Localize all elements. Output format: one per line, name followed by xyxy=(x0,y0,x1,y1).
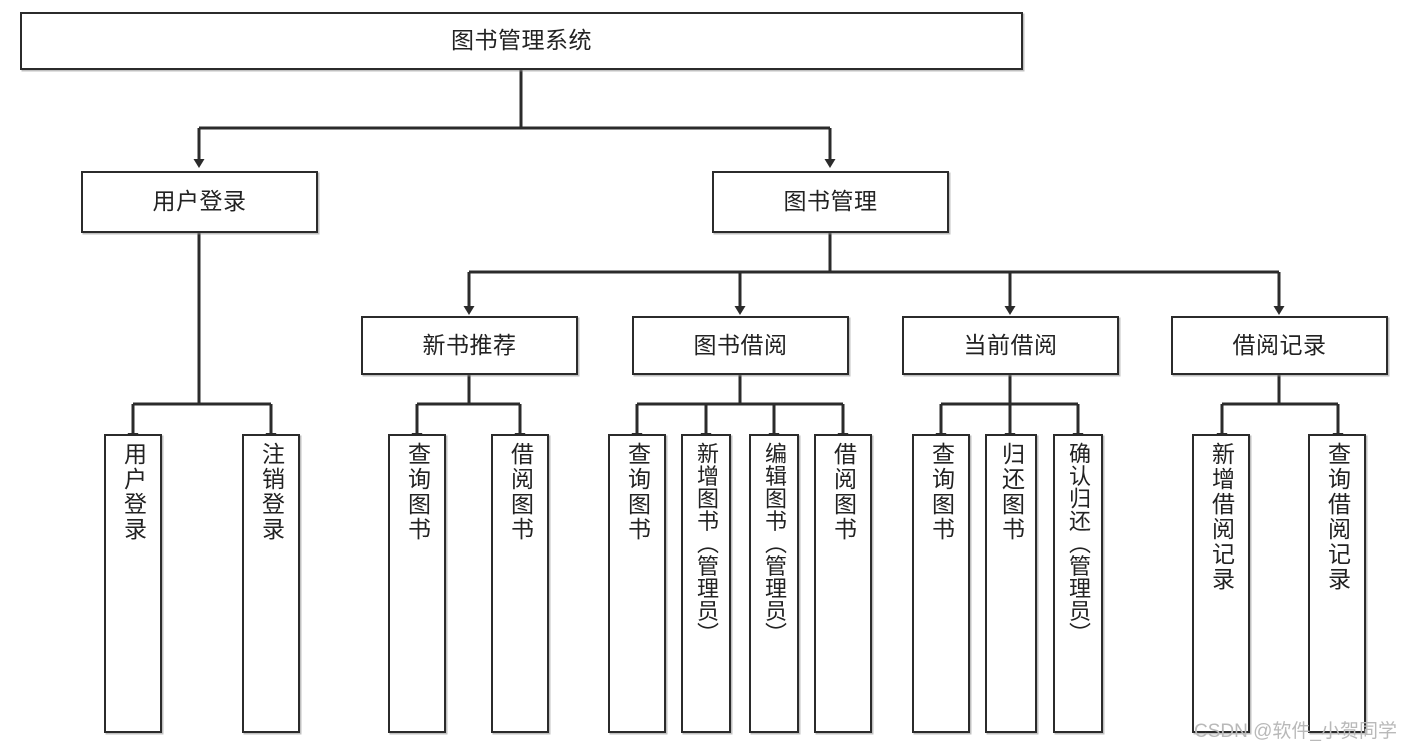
node-user-login[interactable]: 用户登录 xyxy=(81,171,318,233)
leaf-query-book-current[interactable]: 查询图书 xyxy=(912,434,970,733)
leaf-logout[interactable]: 注销登录 xyxy=(242,434,300,733)
leaf-add-borrow-record[interactable]: 新增借阅记录 xyxy=(1192,434,1250,733)
leaf-query-borrow-record[interactable]: 查询借阅记录 xyxy=(1308,434,1366,733)
leaf-user-login[interactable]: 用户登录 xyxy=(104,434,162,733)
node-new-book-recommend-label: 新书推荐 xyxy=(422,331,517,358)
node-root[interactable]: 图书管理系统 xyxy=(20,12,1023,70)
node-book-management-label: 图书管理 xyxy=(783,188,878,215)
leaf-edit-book-admin[interactable]: 编辑图书（管理员） xyxy=(749,434,799,733)
leaf-return-book-label: 归还图书 xyxy=(998,442,1025,542)
node-borrow-records-label: 借阅记录 xyxy=(1232,331,1327,358)
leaf-query-borrow-record-label: 查询借阅记录 xyxy=(1324,442,1351,592)
node-book-borrow-label: 图书借阅 xyxy=(693,331,788,358)
node-book-borrow[interactable]: 图书借阅 xyxy=(632,316,849,375)
leaf-borrow-book[interactable]: 借阅图书 xyxy=(814,434,872,733)
leaf-borrow-book-label: 借阅图书 xyxy=(830,442,857,542)
leaf-borrow-book-recommend-label: 借阅图书 xyxy=(507,442,534,542)
leaf-query-book-recommend[interactable]: 查询图书 xyxy=(388,434,446,733)
leaf-logout-label: 注销登录 xyxy=(258,442,285,542)
leaf-add-borrow-record-label: 新增借阅记录 xyxy=(1208,442,1235,592)
node-book-management[interactable]: 图书管理 xyxy=(712,171,949,233)
leaf-confirm-return-admin-label: 确认归还（管理员） xyxy=(1066,442,1091,645)
leaf-query-book-recommend-label: 查询图书 xyxy=(404,442,431,542)
leaf-add-book-admin-label: 新增图书（管理员） xyxy=(694,442,719,645)
node-new-book-recommend[interactable]: 新书推荐 xyxy=(361,316,578,375)
node-root-label: 图书管理系统 xyxy=(451,27,592,54)
leaf-confirm-return-admin[interactable]: 确认归还（管理员） xyxy=(1053,434,1103,733)
leaf-borrow-book-recommend[interactable]: 借阅图书 xyxy=(491,434,549,733)
node-current-borrow[interactable]: 当前借阅 xyxy=(902,316,1119,375)
leaf-return-book[interactable]: 归还图书 xyxy=(985,434,1037,733)
leaf-add-book-admin[interactable]: 新增图书（管理员） xyxy=(681,434,731,733)
leaf-query-book-borrow[interactable]: 查询图书 xyxy=(608,434,666,733)
leaf-edit-book-admin-label: 编辑图书（管理员） xyxy=(762,442,787,645)
leaf-query-book-borrow-label: 查询图书 xyxy=(624,442,651,542)
node-borrow-records[interactable]: 借阅记录 xyxy=(1171,316,1388,375)
leaf-query-book-current-label: 查询图书 xyxy=(928,442,955,542)
leaf-user-login-label: 用户登录 xyxy=(120,442,147,542)
node-user-login-label: 用户登录 xyxy=(152,188,247,215)
node-current-borrow-label: 当前借阅 xyxy=(963,331,1058,358)
csdn-watermark: CSDN @软件_小贺同学 xyxy=(1194,721,1397,742)
